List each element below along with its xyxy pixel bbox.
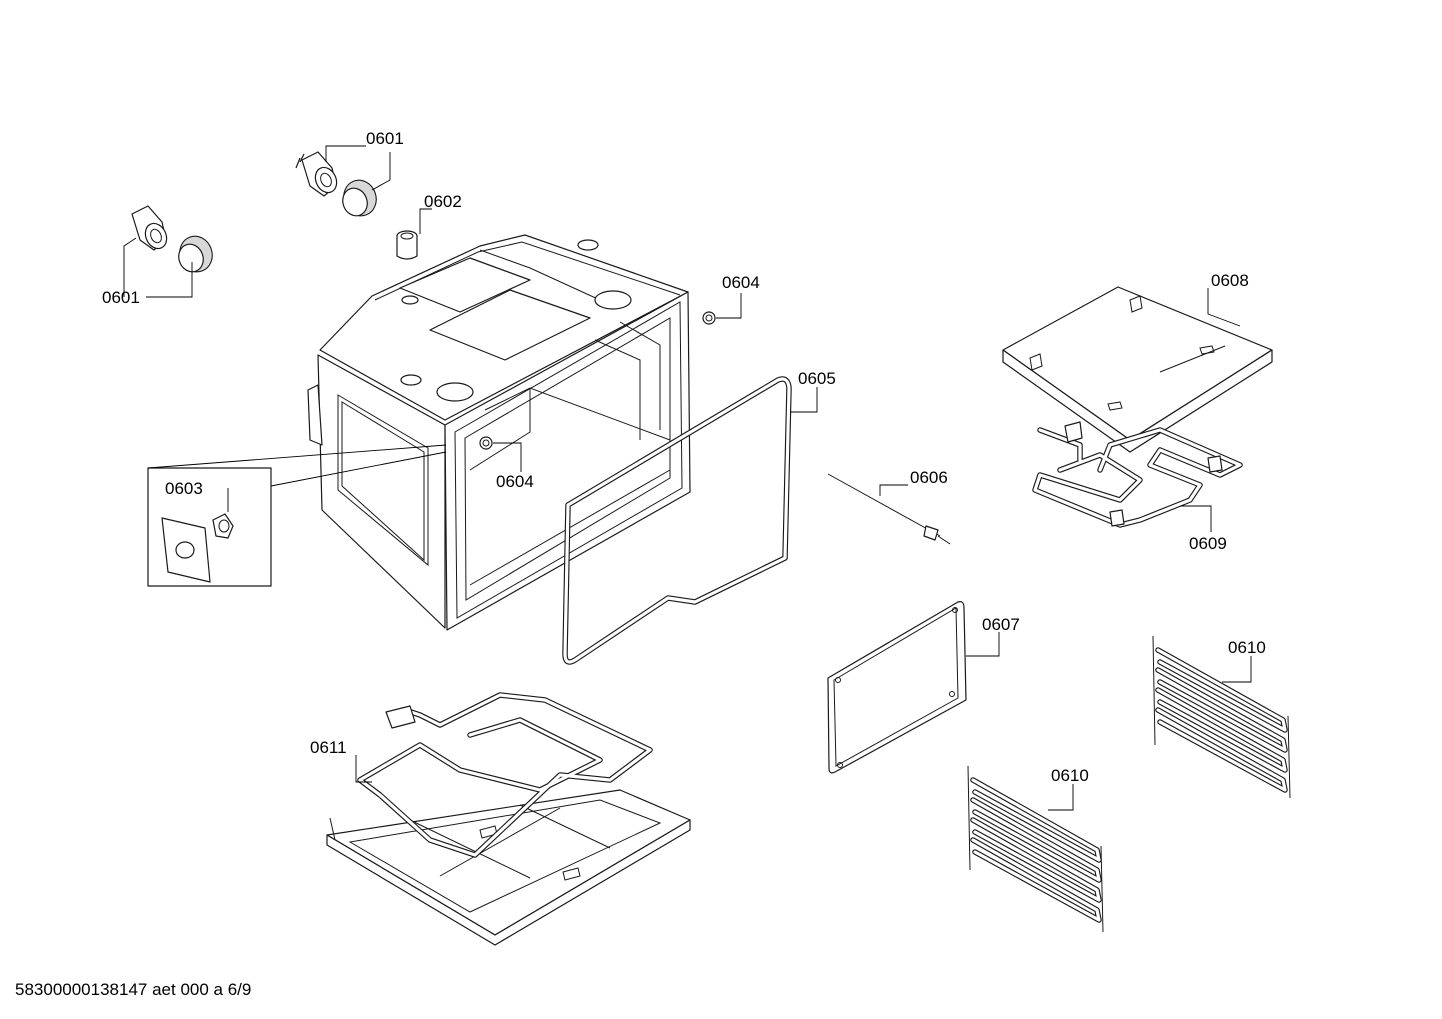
bottom-heating-element (326, 692, 691, 946)
callout-0605: 0605 (798, 369, 836, 388)
callout-0607: 0607 (982, 615, 1020, 634)
circular-heating-element (1032, 421, 1243, 528)
callout-0608: 0608 (1211, 271, 1249, 290)
temperature-sensor (827, 473, 951, 545)
lamp-assembly-left (131, 205, 213, 273)
callout-0602: 0602 (424, 192, 462, 211)
callout-0610-right: 0610 (1228, 638, 1266, 657)
rear-panel (827, 601, 967, 774)
screw-a (702, 311, 716, 325)
vent-pipe (396, 230, 418, 260)
shelf-support-left (967, 765, 1104, 933)
callout-0603: 0603 (165, 479, 203, 498)
callout-0609: 0609 (1189, 534, 1227, 553)
oven-cavity (307, 234, 691, 631)
door-seal (562, 376, 792, 665)
shelf-support-right (1152, 635, 1291, 799)
lamp-assembly-top (295, 151, 377, 217)
callout-0601-left: 0601 (102, 288, 140, 307)
callout-0606: 0606 (910, 468, 948, 487)
heater-cover-plate (1002, 286, 1273, 453)
callout-0604-front: 0604 (496, 472, 534, 491)
screw-b (479, 436, 493, 450)
detail-inset-0603 (147, 444, 447, 587)
callout-labels: 0601 0601 0602 0603 0604 0604 0605 0606 … (102, 129, 1266, 785)
callout-0611: 0611 (310, 738, 347, 757)
callout-0604-top: 0604 (722, 273, 760, 292)
document-id: 58300000138147 aet 000 a 6/9 (15, 980, 252, 999)
callout-0601-top: 0601 (366, 129, 404, 148)
leader-lines (123, 145, 1252, 811)
callout-0610-left: 0610 (1051, 766, 1089, 785)
